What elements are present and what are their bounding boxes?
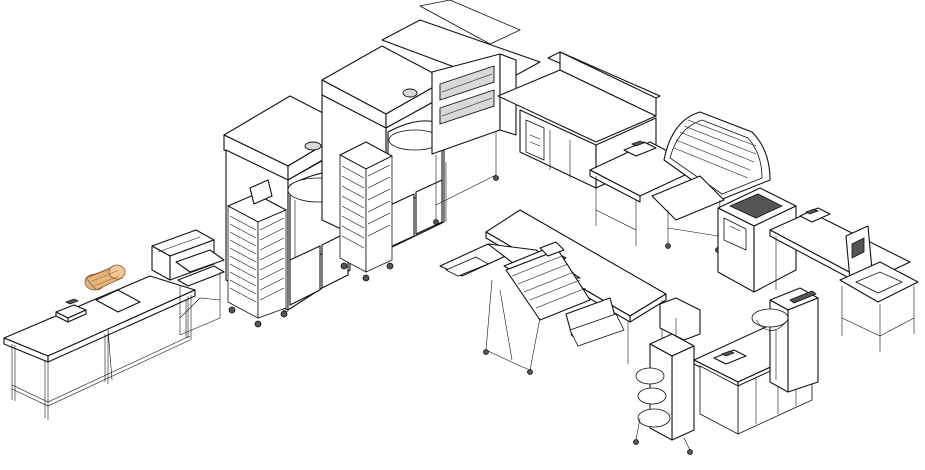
deck-oven-icon: [381, 0, 541, 225]
planetary-mixer-icon: [633, 333, 695, 455]
rack-oven-icon: [321, 45, 447, 251]
scale-icon: [55, 298, 87, 323]
rack-trolley-icon: [339, 141, 394, 282]
bread-slicer-icon: [151, 229, 225, 338]
spiral-mixer-icon: [751, 287, 819, 393]
sink-unit-icon: [769, 207, 919, 352]
work-table-left-icon: [3, 275, 196, 420]
dough-roll-icon: [84, 264, 141, 313]
rack-trolley-icon: [227, 179, 288, 328]
dough-sheeter-icon: [439, 241, 625, 375]
bread-moulder-icon: [651, 111, 771, 253]
